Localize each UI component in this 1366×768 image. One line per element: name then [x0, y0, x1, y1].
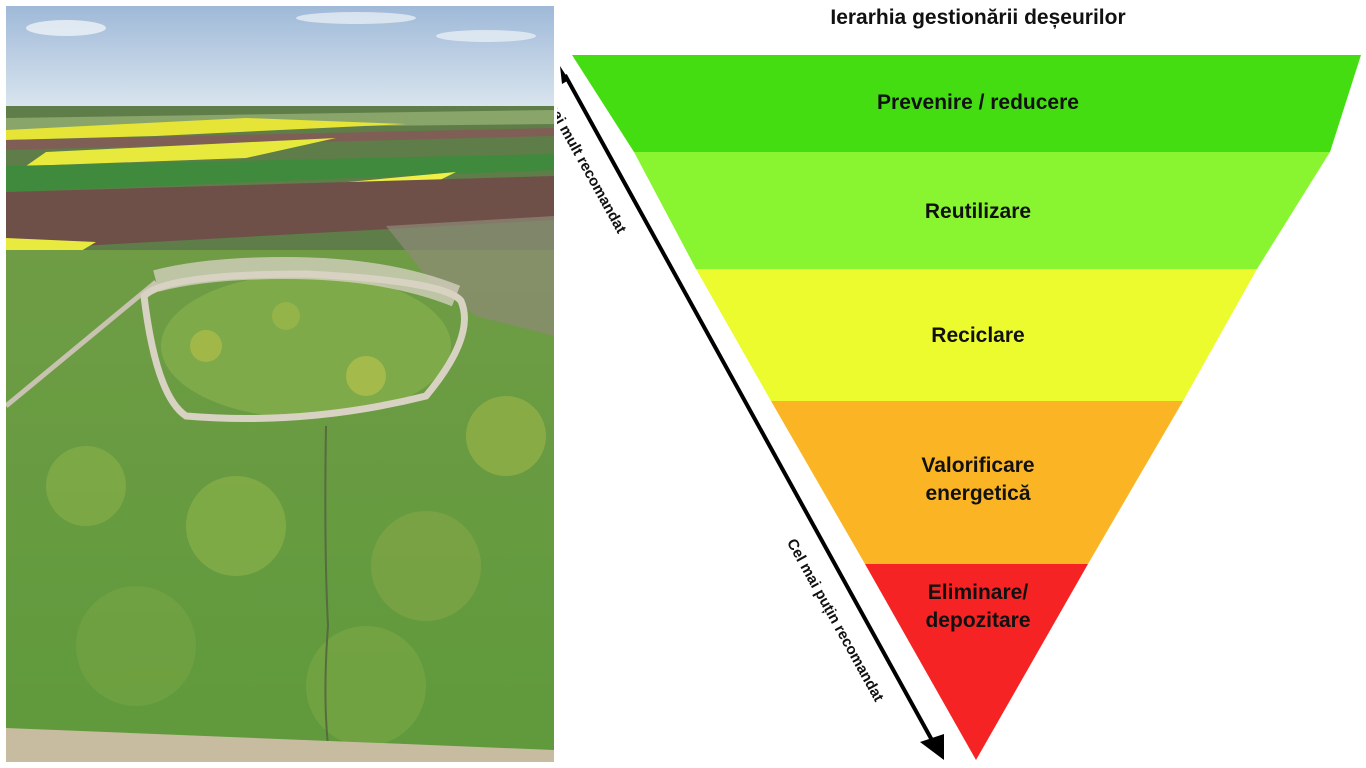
ground-strip	[6, 728, 554, 762]
tier-prevention-band	[572, 55, 1361, 152]
axis-label-most-recommended: Cel mai mult recomandat	[557, 72, 630, 237]
recommendation-arrow-top-head	[560, 66, 569, 84]
plowed-field	[6, 176, 554, 250]
tier-energy-recovery-band	[771, 401, 1183, 564]
tier-recycling-band	[696, 269, 1257, 401]
tier-disposal-band	[865, 564, 1088, 760]
tier-label-recycling: Reciclare	[931, 324, 1025, 347]
axis-label-top-clip: Cel mai mult recomandat	[557, 0, 717, 320]
axis-label-least-recommended: Cel mai puțin recomandat	[783, 536, 887, 705]
diagram-title: Ierarhia gestionării deșeurilor	[830, 6, 1126, 29]
recommendation-arrow-head	[920, 734, 944, 760]
tier-label-energy-recovery: Valorificare energetică	[921, 454, 1035, 505]
tier-label-prevention: Prevenire / reducere	[877, 91, 1079, 114]
tier-reuse-band	[634, 152, 1330, 269]
tier-label-reuse: Reutilizare	[924, 200, 1032, 223]
landfill-illustration	[6, 6, 554, 762]
tier-label-disposal: Eliminare/ depozitare	[925, 581, 1031, 632]
aerial-landfill-photo	[6, 6, 554, 762]
access-road-loop	[140, 270, 468, 422]
recommendation-arrow-shaft	[563, 74, 935, 743]
